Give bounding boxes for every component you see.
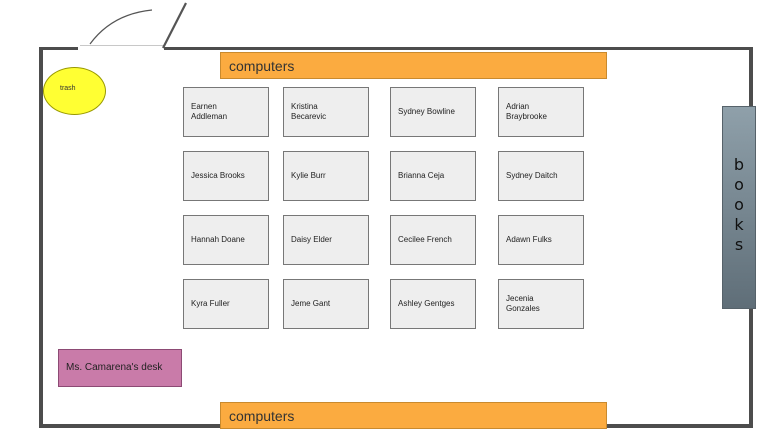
student-desk: Jecenia Gonzales <box>498 279 584 329</box>
student-desk: Jessica Brooks <box>183 151 269 201</box>
student-desk: Ashley Gentges <box>390 279 476 329</box>
computers-bottom: computers <box>220 402 607 429</box>
doorway <box>78 44 164 52</box>
bookshelf: b o o k s <box>722 106 756 309</box>
trash-can: trash <box>43 67 106 115</box>
student-desk: Kristina Becarevic <box>283 87 369 137</box>
student-desk: Sydney Bowline <box>390 87 476 137</box>
trash-label: trash <box>60 85 76 92</box>
student-desk: Brianna Ceja <box>390 151 476 201</box>
student-desk: Cecilee French <box>390 215 476 265</box>
student-desk: Earnen Addleman <box>183 87 269 137</box>
student-desk: Adawn Fulks <box>498 215 584 265</box>
books-letter: s <box>734 235 744 254</box>
door-threshold <box>80 45 164 46</box>
door-swing-icon <box>89 2 187 49</box>
student-desk: Sydney Daitch <box>498 151 584 201</box>
books-letter: o <box>734 175 744 194</box>
student-desk: Daisy Elder <box>283 215 369 265</box>
student-desk: Hannah Doane <box>183 215 269 265</box>
books-letter: b <box>733 155 745 174</box>
computers-top: computers <box>220 52 607 79</box>
student-desk: Kylie Burr <box>283 151 369 201</box>
student-desk: Kyra Fuller <box>183 279 269 329</box>
teacher-desk: Ms. Camarena's desk <box>58 349 182 387</box>
student-desk: Jeme Gant <box>283 279 369 329</box>
student-desk: Adrian Braybrooke <box>498 87 584 137</box>
books-letter: k <box>734 215 744 234</box>
books-letter: o <box>734 195 744 214</box>
